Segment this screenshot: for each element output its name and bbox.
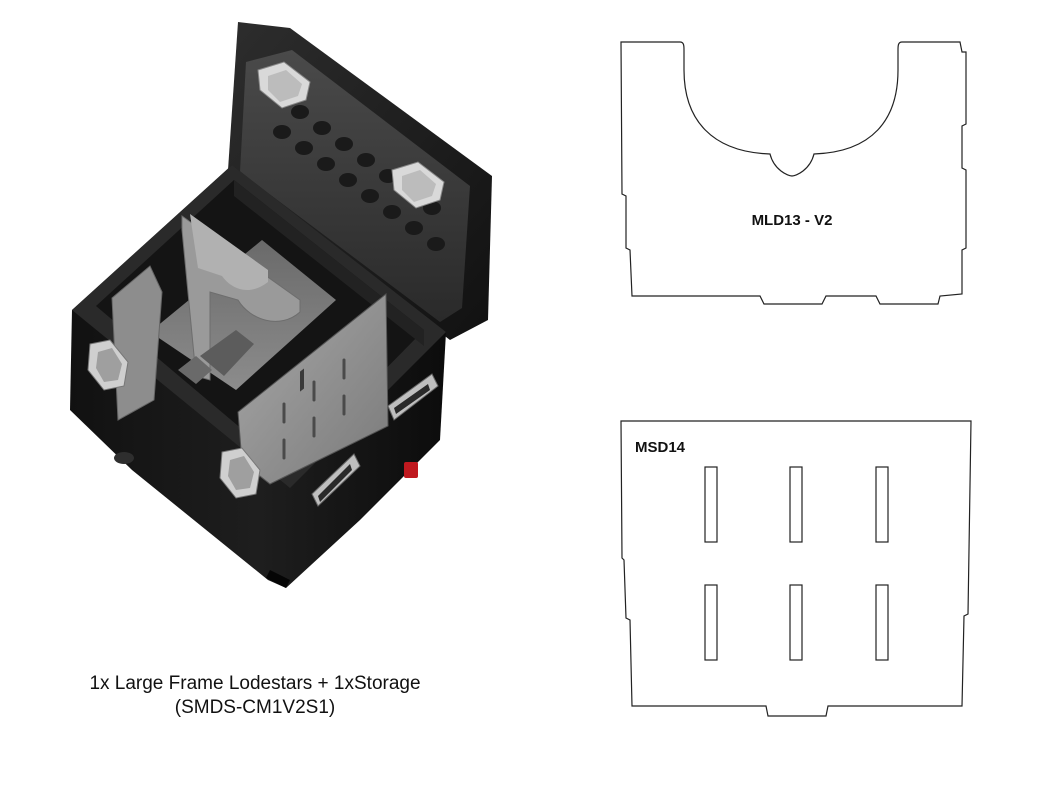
foot-front <box>266 570 290 588</box>
slot <box>789 466 803 543</box>
side-handle-upper <box>387 373 439 421</box>
mld13-drawing: MLD13 - V2 <box>620 41 967 305</box>
slot <box>704 466 718 543</box>
slot <box>704 584 718 661</box>
lid-latch-left <box>257 61 311 109</box>
case-illustration <box>70 22 492 588</box>
mld13-outline <box>620 41 967 305</box>
red-accent <box>404 462 418 478</box>
msd14-outline <box>620 420 972 717</box>
divider-drawings: MLD13 - V2 MSD14 <box>620 41 972 717</box>
case-lid <box>228 22 492 340</box>
storage-dividers <box>111 214 389 485</box>
slot <box>875 584 889 661</box>
front-latch-left <box>87 339 129 391</box>
side-handle-lower <box>311 453 361 507</box>
slot <box>875 466 889 543</box>
mld13-label: MLD13 - V2 <box>752 212 833 229</box>
msd14-slots <box>704 466 889 661</box>
msd14-label: MSD14 <box>635 439 686 456</box>
slot <box>789 584 803 661</box>
caption-model-code: (SMDS-CM1V2S1) <box>174 697 336 718</box>
wheel-left <box>114 452 134 464</box>
front-latch-right <box>219 447 261 499</box>
case-hardware <box>87 339 439 588</box>
msd14-drawing: MSD14 <box>620 420 972 717</box>
caption-title: 1x Large Frame Lodestars + 1xStorage <box>89 673 421 694</box>
lid-latch-right <box>391 161 445 209</box>
